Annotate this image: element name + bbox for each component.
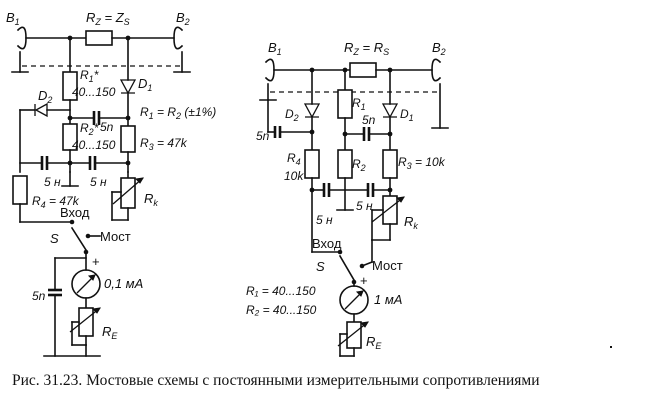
left-rk-label: Rk <box>144 191 158 208</box>
left-vhod-label: Вход <box>60 205 90 220</box>
left-r3-label: R3 = 47k <box>140 136 188 152</box>
left-plus-label: + <box>92 254 100 269</box>
left-r1-label: R1* <box>80 68 99 84</box>
right-r4-resistor <box>304 149 320 179</box>
left-d2-diode-icon <box>34 102 48 118</box>
left-rk-resistor <box>120 177 136 209</box>
left-meter-label: 0,1 мА <box>104 276 143 291</box>
right-rk-resistor <box>382 195 398 225</box>
right-r1-resistor <box>337 89 353 119</box>
right-note-r1: R₁ = 40...150 <box>246 284 316 298</box>
left-switch-label: S <box>50 231 59 246</box>
right-b2-socket-icon <box>431 58 442 82</box>
right-r3-resistor <box>382 149 398 179</box>
left-switch-s <box>70 226 88 252</box>
left-c-meter-label: 5n <box>32 289 46 303</box>
right-bridge-circuit: B1 B2 RZ = RS D2 D1 R1 R2 5n 5n R4 10k R… <box>246 40 449 357</box>
right-r2-label: R2 <box>352 157 366 173</box>
left-c-right-label: 5 н <box>90 175 107 189</box>
left-r1-value: 40...150 <box>72 85 116 99</box>
right-r4-value: 10k <box>284 169 304 183</box>
right-rz-resistor <box>349 62 377 78</box>
left-d1-diode-icon <box>119 79 137 95</box>
right-switch-s <box>338 254 356 282</box>
left-c-left-label: 5 н <box>44 175 61 189</box>
left-c-top-label: 5n <box>100 120 114 134</box>
left-d2-label: D2 <box>38 88 52 105</box>
left-bridge-circuit: B1 B2 RZ = ZS R1* 40...150 R2* 40...150 … <box>6 10 216 357</box>
left-re-resistor <box>78 307 94 337</box>
left-re-label: RE <box>102 324 118 341</box>
left-rz-label: RZ = ZS <box>86 10 130 27</box>
right-r2-resistor <box>337 149 353 179</box>
right-switch-label: S <box>316 259 325 274</box>
left-r4-resistor <box>12 175 28 205</box>
right-c-right-label: 5 н <box>356 199 373 213</box>
right-rk-label: Rk <box>404 214 418 231</box>
right-re-resistor <box>346 321 362 349</box>
left-r1-r2-equality: R1 = R2 (±1%) <box>140 105 216 121</box>
right-r3-label: R3 = 10k <box>398 155 446 171</box>
right-d1-label: D1 <box>400 107 414 123</box>
right-d2-label: D2 <box>285 107 299 123</box>
left-b1-socket-icon <box>16 26 27 50</box>
right-plus-label: + <box>360 273 368 288</box>
left-r4-label: R4 = 47k <box>32 194 80 210</box>
left-b1-label: B1 <box>6 10 20 27</box>
right-b1-label: B1 <box>268 40 282 57</box>
right-d1-diode-icon <box>381 103 399 119</box>
right-c-5n-left-label: 5n <box>256 129 270 143</box>
page-dot-mark <box>610 346 612 348</box>
left-r2-value: 40...150 <box>72 138 116 152</box>
figure-caption: Рис. 31.23. Мостовые схемы с постоянными… <box>12 372 540 389</box>
left-b2-socket-icon <box>173 26 184 50</box>
left-rz-resistor <box>85 30 113 46</box>
right-c-left-label: 5 н <box>316 213 333 227</box>
right-d2-diode-icon <box>303 103 321 119</box>
right-b1-socket-icon <box>264 58 275 82</box>
right-b2-label: B2 <box>432 40 446 57</box>
right-r4-label: R4 <box>287 151 301 167</box>
right-most-label: Мост <box>372 258 403 273</box>
right-re-label: RE <box>366 334 382 351</box>
right-rz-label: RZ = RS <box>344 40 389 57</box>
left-b2-label: B2 <box>176 10 190 27</box>
right-r1-label: R1 <box>352 96 366 112</box>
left-r2-label: R2* <box>80 121 99 137</box>
left-d1-label: D1 <box>138 76 152 93</box>
right-note-r2: R₂ = 40...150 <box>246 303 317 317</box>
left-r3-resistor <box>120 125 136 153</box>
right-c-5n-mid-label: 5n <box>362 113 376 127</box>
left-most-label: Мост <box>100 229 131 244</box>
right-vhod-label: Вход <box>312 236 342 251</box>
right-meter-label: 1 мА <box>374 292 402 307</box>
